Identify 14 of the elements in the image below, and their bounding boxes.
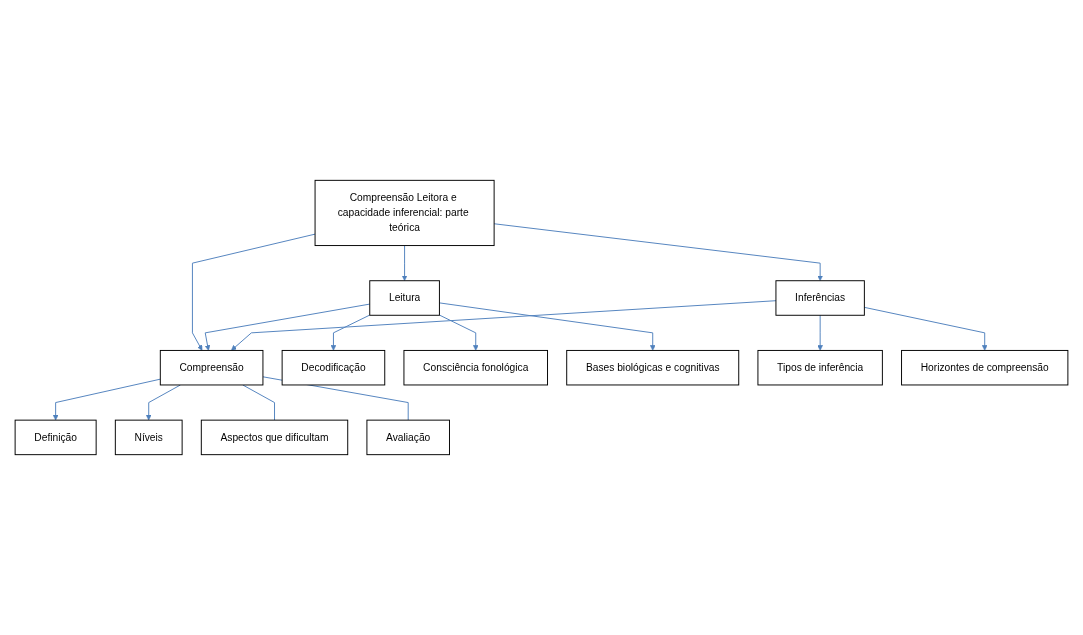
node-box: Leitura <box>369 280 440 316</box>
node-box: Aspectos que dificultam <box>200 419 349 456</box>
node-box: Horizontes de compreensão <box>901 349 1069 386</box>
node-box: Decodificação <box>281 349 386 386</box>
node-box: Bases biológicas e cognitivas <box>566 349 740 386</box>
node-box: Inferências <box>775 280 865 316</box>
node-box: Definição <box>14 419 97 456</box>
node-box: Tipos de inferência <box>757 349 883 386</box>
node-box: Consciência fonológica <box>403 349 548 386</box>
node-box: Compreensão Leitora e capacidade inferencial: parte teórica <box>314 179 495 247</box>
node-box: Compreensão <box>159 349 264 386</box>
connector <box>242 384 275 421</box>
node-box: Níveis <box>114 419 183 456</box>
node-box: Avaliação <box>366 419 450 456</box>
